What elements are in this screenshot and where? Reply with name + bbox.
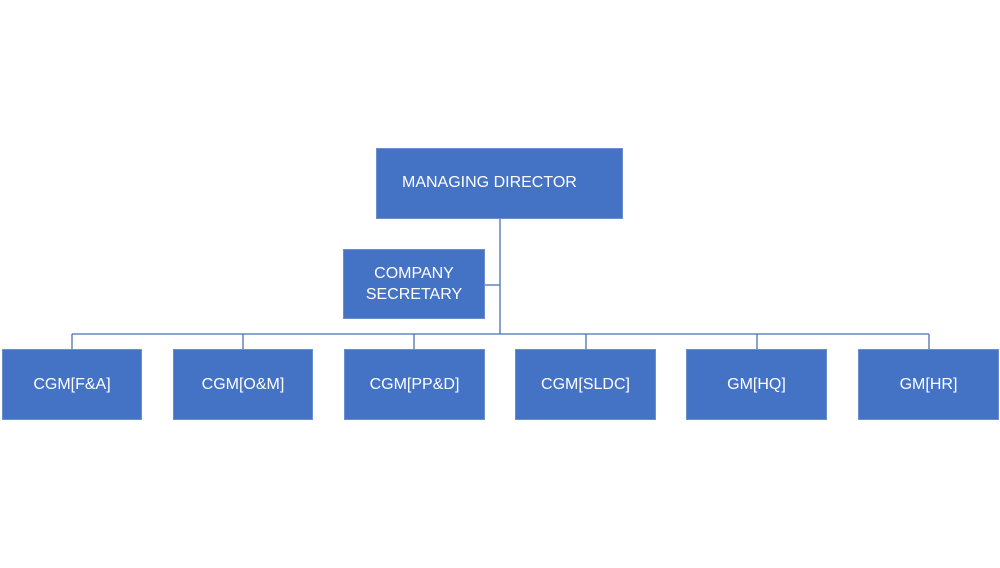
node-cgm-fa: CGM[F&A] <box>2 349 142 420</box>
node-label: GM[HR] <box>899 376 958 393</box>
node-cgm-om: CGM[O&M] <box>173 349 313 420</box>
node-gm-hq: GM[HQ] <box>686 349 827 420</box>
node-cgm-sldc: CGM[SLDC] <box>515 349 656 420</box>
node-gm-hr: GM[HR] <box>858 349 999 420</box>
node-label: CGM[SLDC] <box>541 376 630 393</box>
node-label: CGM[PP&D] <box>369 376 460 393</box>
node-company-secretary: COMPANY SECRETARY <box>343 249 485 319</box>
node-label: GM[HQ] <box>727 376 786 393</box>
node-managing-director: MANAGING DIRECTOR <box>376 148 623 219</box>
node-cgm-ppd: CGM[PP&D] <box>344 349 485 420</box>
node-label: CGM[O&M] <box>201 376 285 393</box>
node-label: MANAGING DIRECTOR <box>402 173 577 191</box>
node-label: CGM[F&A] <box>33 376 111 393</box>
node-label: COMPANY SECRETARY <box>365 265 463 303</box>
